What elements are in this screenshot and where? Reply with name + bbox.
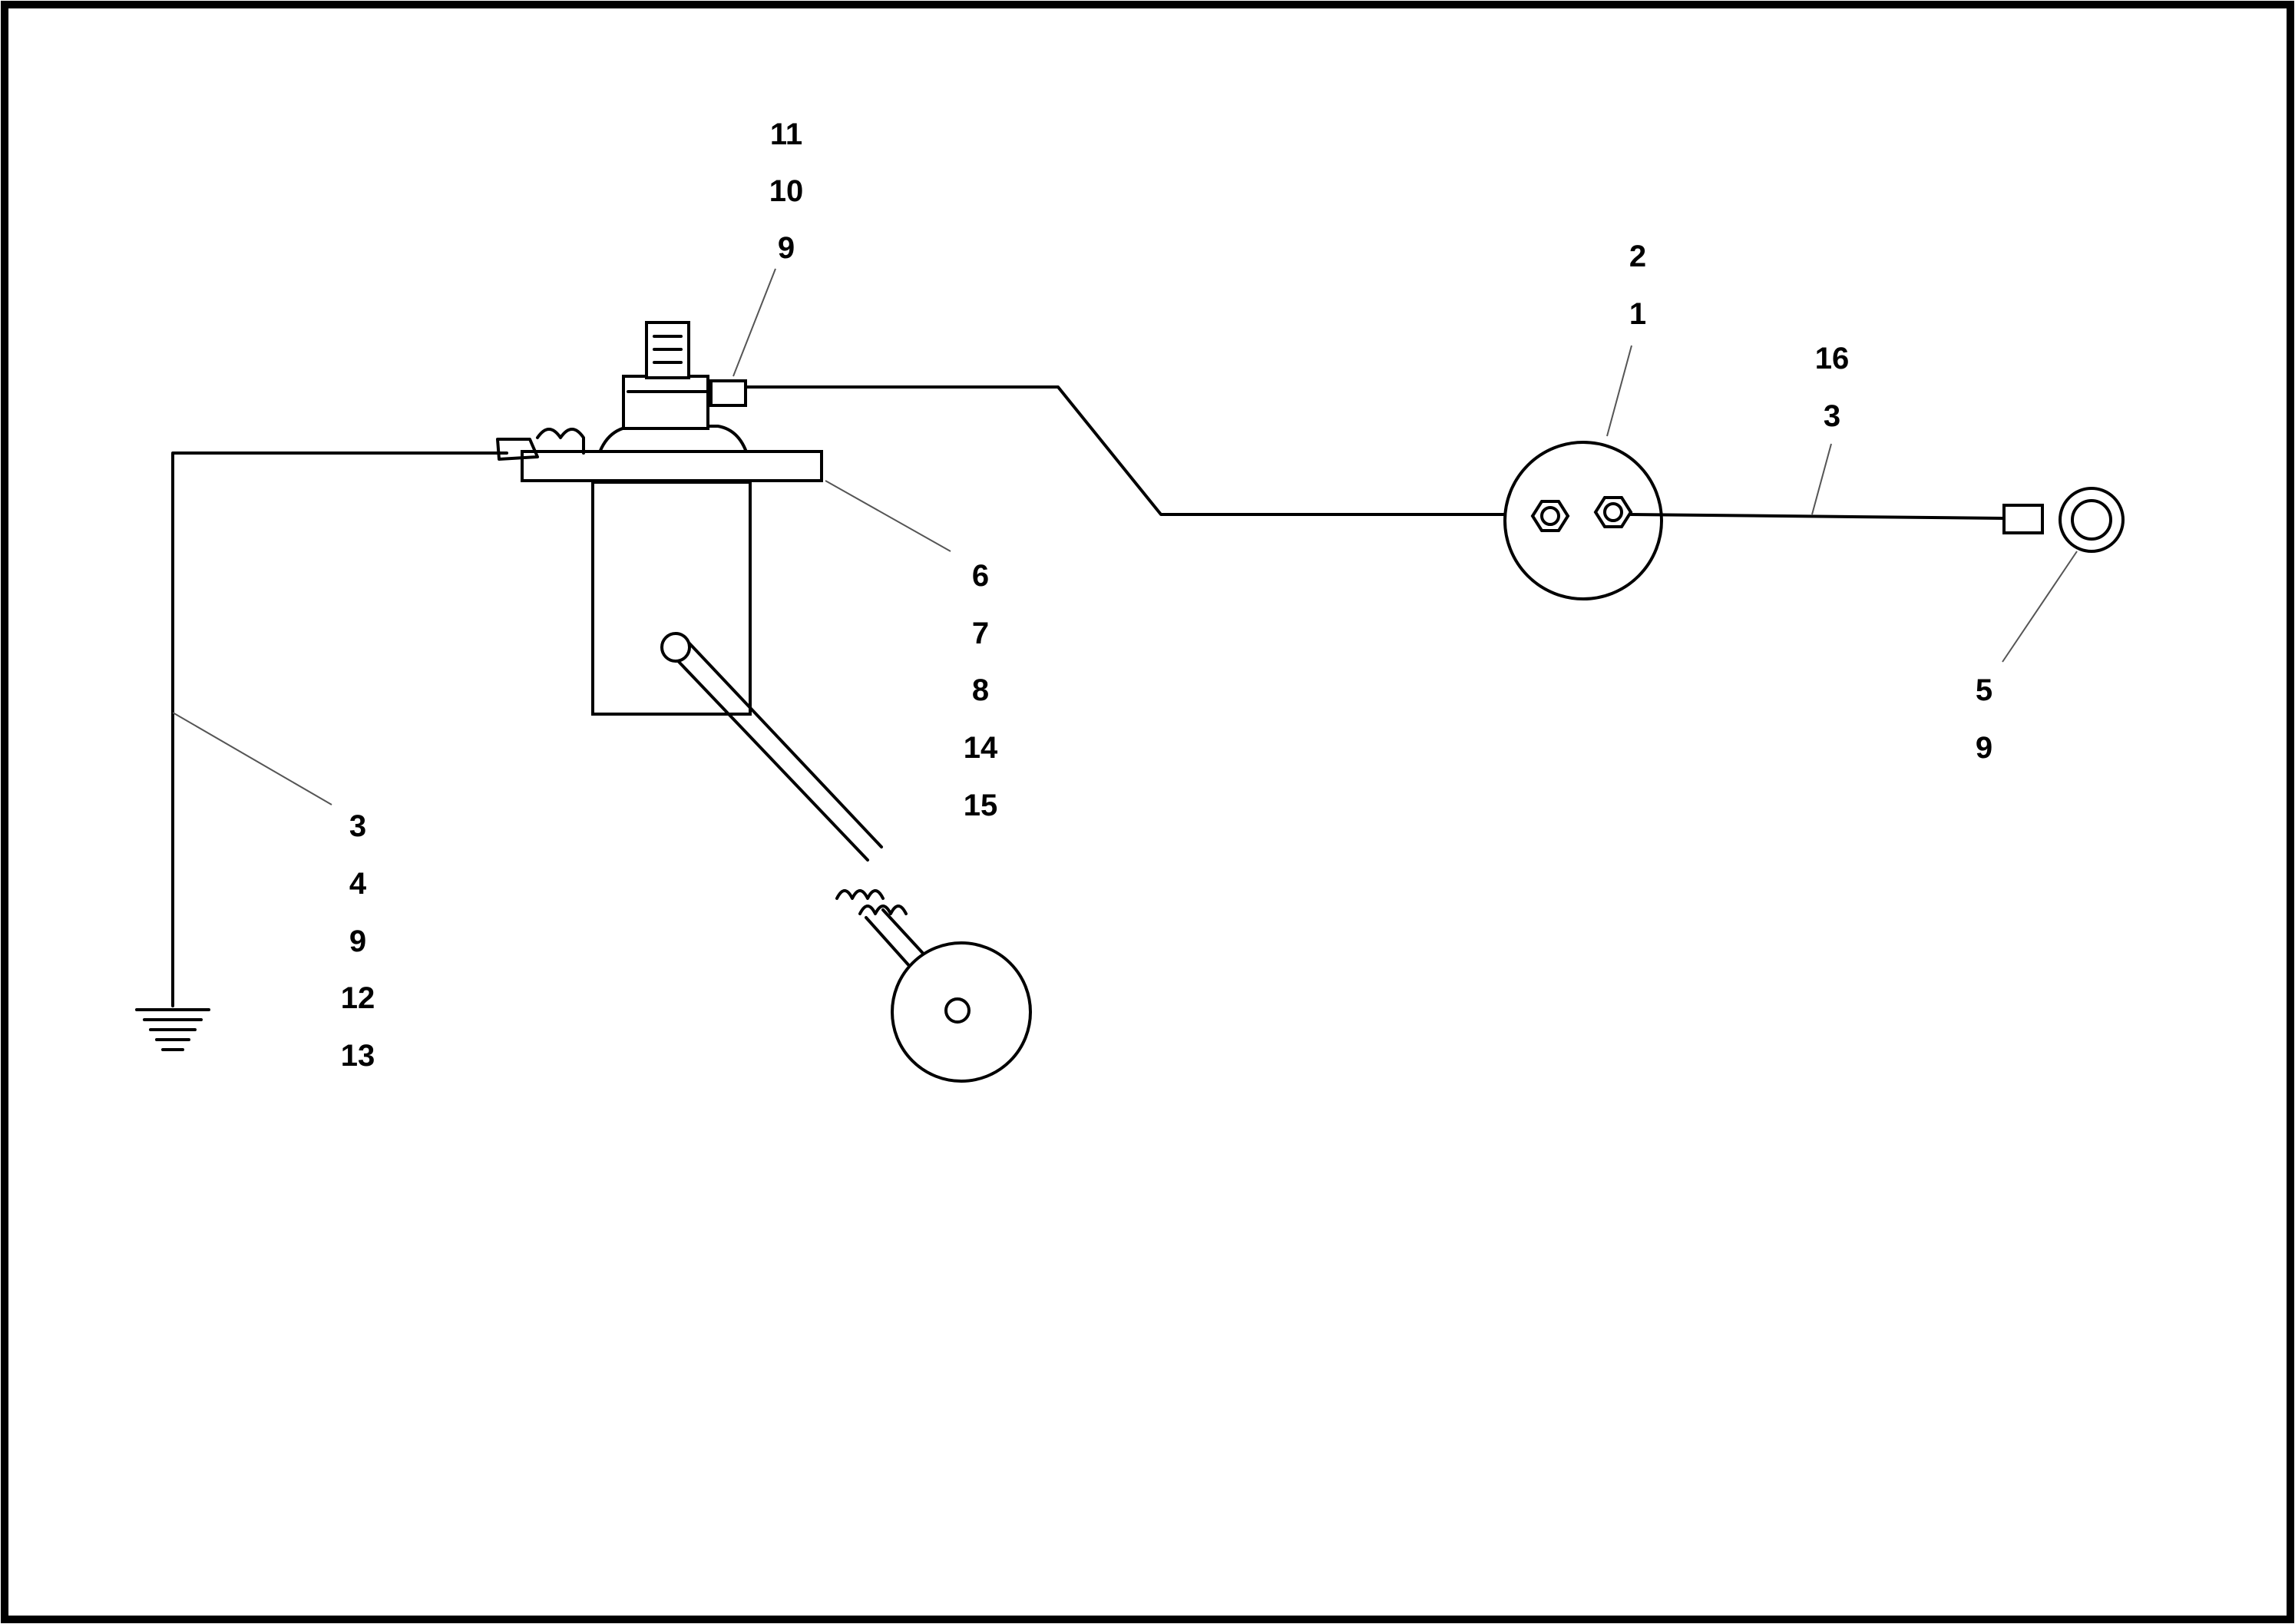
- battery: [1503, 441, 1663, 600]
- leader-line: [1606, 345, 1632, 437]
- callout-3: 3: [1824, 399, 1840, 433]
- leader-line: [825, 480, 951, 552]
- callout-3: 3: [349, 809, 366, 843]
- callout-9: 9: [1976, 731, 1992, 765]
- callout-9: 9: [778, 231, 795, 265]
- callout-2: 2: [1629, 240, 1646, 273]
- linkage-arm: [660, 632, 966, 1014]
- callout-12: 12: [341, 981, 375, 1015]
- leader-line: [1811, 443, 1832, 515]
- callout-10: 10: [769, 174, 804, 208]
- callout-1: 1: [1629, 297, 1646, 331]
- callout-14: 14: [964, 731, 998, 765]
- positive-wire: [744, 385, 1523, 516]
- callout-13: 13: [341, 1039, 375, 1073]
- solenoid: [496, 321, 823, 716]
- callout-8: 8: [972, 673, 989, 707]
- leader-line: [172, 712, 332, 805]
- callout-11: 11: [770, 117, 802, 151]
- callout-4: 4: [349, 867, 367, 901]
- ring-terminal: [2002, 487, 2125, 553]
- callout-15: 15: [964, 789, 998, 822]
- callout-5: 5: [1976, 673, 1992, 707]
- leader-line: [732, 268, 776, 377]
- wheel-hub: [944, 997, 971, 1024]
- leader-line: [2002, 551, 2078, 663]
- callout-16: 16: [1815, 342, 1850, 375]
- callout-9: 9: [349, 924, 366, 958]
- ground-wire: [171, 451, 508, 1007]
- ground-symbol: [135, 1008, 210, 1051]
- callout-7: 7: [972, 617, 989, 650]
- battery-cable: [1629, 513, 2006, 520]
- callout-6: 6: [972, 559, 989, 593]
